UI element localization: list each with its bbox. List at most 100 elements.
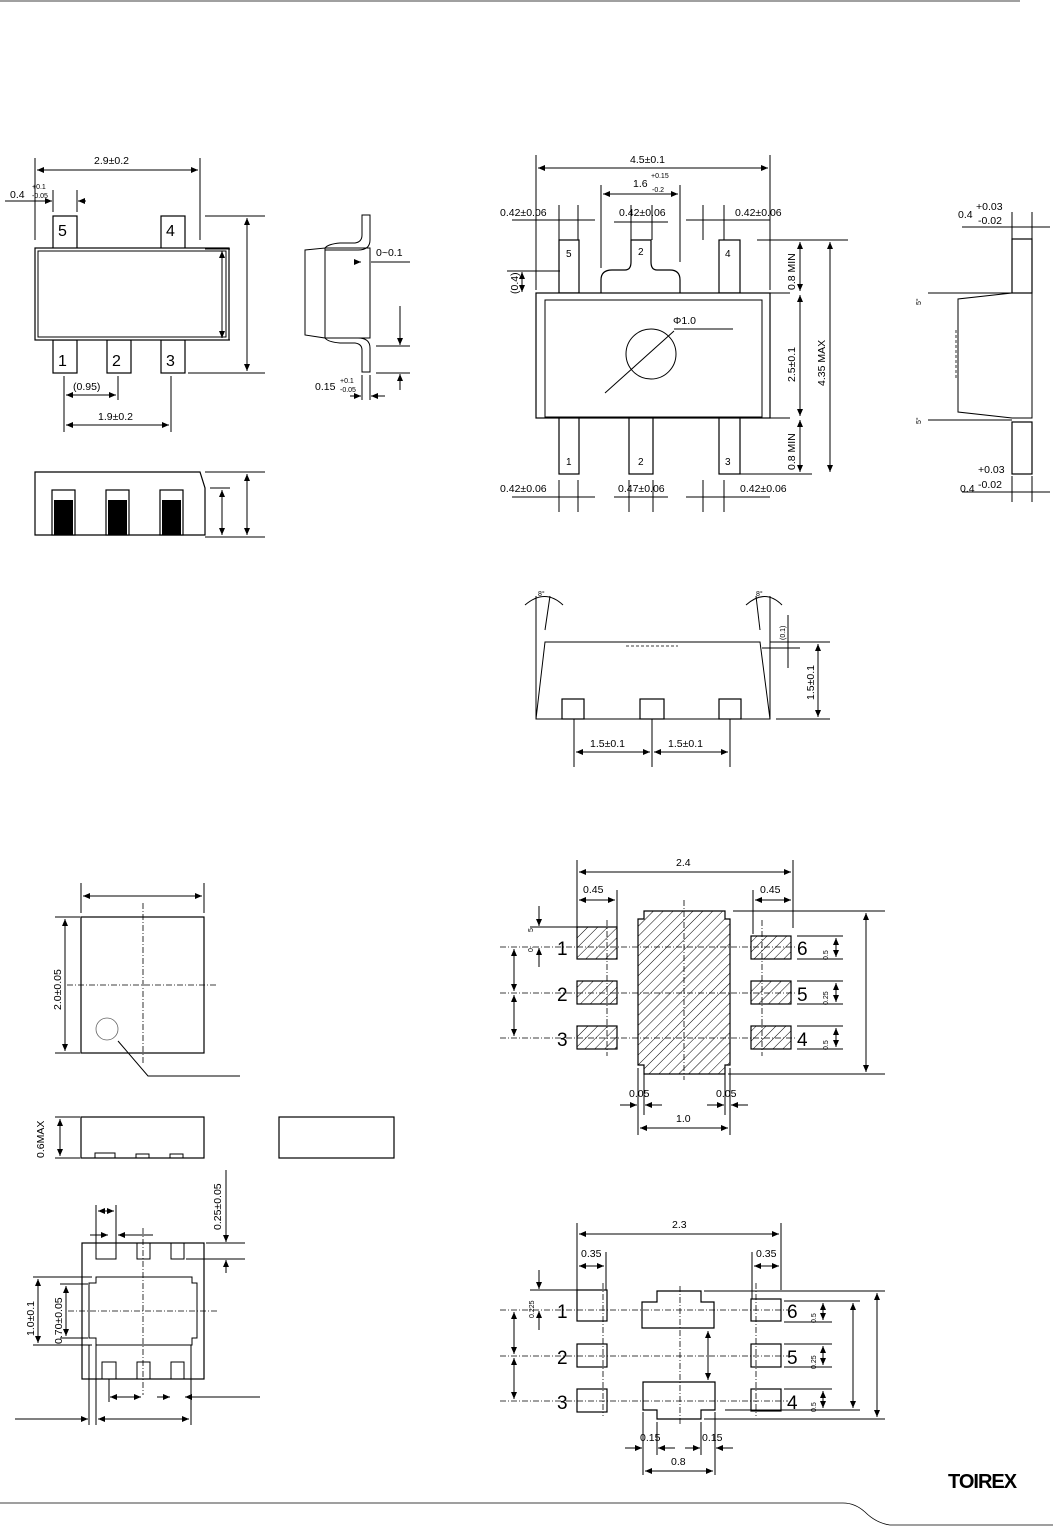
land1-center-w: 1.0: [676, 1113, 691, 1125]
sot25-pitch-double: 1.9±0.2: [98, 411, 133, 423]
pin-5: 5: [58, 223, 67, 240]
sot89-pin-2: 2: [638, 457, 644, 468]
side-thickness-top: 0.4: [958, 209, 973, 221]
sot25-front-view: [34, 471, 265, 538]
land1-pin-1: 1: [557, 939, 568, 960]
land2-center-w: 0.8: [671, 1456, 686, 1468]
sot89-bottom-dim-1: 0.42±0.06: [500, 483, 547, 495]
land2-gap-left: 0.15: [640, 1432, 661, 1444]
land2-gap-right: 0.15: [702, 1432, 723, 1444]
land1-pin-5: 5: [797, 985, 808, 1006]
sot89-pin-3: 3: [725, 457, 731, 468]
sot89-lead-dim-5: 0.42±0.06: [500, 207, 547, 219]
sot89-tab-width: 1.6: [633, 178, 648, 190]
usp6c-top-view: 2.0±0.05: [52, 883, 240, 1077]
land2-right-dim-2: 0.5: [811, 1402, 818, 1412]
sot89-lead-dim-2: 0.42±0.06: [619, 207, 666, 219]
land1-pad-h-b: 0.: [528, 946, 535, 952]
land1-pin-2: 2: [557, 985, 568, 1006]
tol-minus: -0.2: [652, 187, 664, 194]
pin-2: 2: [112, 353, 121, 370]
sot89-lead-len-bottom: 0.8 MIN: [786, 433, 798, 470]
tol-plus: +0.03: [978, 464, 1005, 476]
land2-right-dim-1: 0.25: [811, 1355, 818, 1369]
sot89-pin-5: 5: [566, 249, 572, 260]
sot89-tab-offset: (0.4): [509, 272, 521, 294]
sot89-width: 4.5±0.1: [630, 154, 665, 166]
usp6c-length: 2.0±0.05: [52, 969, 64, 1010]
usp6c-pad-len: 0.25±0.05: [212, 1183, 224, 1230]
tol-plus: +0.1: [32, 184, 46, 191]
sot25-pitch: (0.95): [73, 381, 100, 393]
land1-pad-w-right: 0.45: [760, 884, 781, 896]
sot25-standoff: 0~0.1: [376, 247, 403, 259]
land2-pin-1: 1: [557, 1302, 568, 1323]
pin-3: 3: [166, 353, 175, 370]
land2-pad-w-left: 0.35: [581, 1248, 602, 1260]
land-pattern-1: 2.4 0.45 0.45 1 2 3 6 5 4 5 0.: [500, 857, 885, 1135]
usp6c-height: 0.6MAX: [35, 1121, 47, 1158]
usp6c-side-views: 0.6MAX: [35, 1116, 395, 1159]
usp6c-inner-pad: 0.70±0.05: [53, 1297, 65, 1344]
tol-minus: -0.02: [978, 479, 1002, 491]
land2-pin-2: 2: [557, 1348, 568, 1369]
sot89-lead-dim-4: 0.42±0.06: [735, 207, 782, 219]
land2-pin-6: 6: [787, 1302, 798, 1323]
usp6c-pad-span: 1.0±0.1: [25, 1301, 37, 1336]
front-height: 1.5±0.1: [805, 665, 817, 700]
land1-right-dim-0: 0.5: [823, 950, 830, 960]
sot89-pin-4: 4: [725, 249, 731, 260]
tol-minus: -0.05: [340, 387, 356, 394]
sot89-body-len: 2.5±0.1: [786, 347, 798, 382]
front-angle-left: 8°: [538, 590, 545, 598]
land1-overall: 2.4: [676, 857, 691, 869]
pin-4: 4: [166, 223, 175, 240]
land2-pad-h: 0.225: [529, 1300, 536, 1318]
torex-logo: TOIREX: [948, 1471, 1018, 1493]
land1-right-dim-2: 0.5: [823, 1040, 830, 1050]
land2-right-dim-0: 0.5: [811, 1313, 818, 1323]
sot89-circle-dia: Φ1.0: [673, 315, 696, 327]
land1-gap-left: 0.05: [629, 1088, 650, 1100]
side-angle-bottom: 5°: [915, 417, 923, 424]
sot89-bottom-dim-3: 0.42±0.06: [740, 483, 787, 495]
sot89-bottom-dim-2: 0.47±0.06: [618, 483, 665, 495]
land1-pad-h-a: 5: [528, 928, 535, 932]
sot25-lead-width: 0.4: [10, 189, 25, 201]
land1-pin-4: 4: [797, 1030, 808, 1051]
land1-pad-w-left: 0.45: [583, 884, 604, 896]
sot25-width-dim: 2.9±0.2: [94, 155, 129, 167]
land2-pin-5: 5: [787, 1348, 798, 1369]
pin-1: 1: [58, 353, 67, 370]
land2-pin-4: 4: [787, 1393, 798, 1414]
front-offset: (0.1): [780, 626, 787, 640]
front-pitch-left: 1.5±0.1: [590, 738, 625, 750]
tol-plus: +0.1: [340, 378, 354, 385]
sot25-top-view: 2.9±0.2 0.4 +0.1 -0.05 5 4 1 2 3 (0.95) …: [5, 155, 265, 432]
tol-plus: +0.15: [651, 173, 669, 180]
land2-pin-3: 3: [557, 1393, 568, 1414]
land1-gap-right: 0.05: [716, 1088, 737, 1100]
land-pattern-2: 2.3 0.35 0.35 1 2 3 6 5 4 0.225: [500, 1219, 885, 1475]
front-pitch-right: 1.5±0.1: [668, 738, 703, 750]
sot89-top-view: 4.5±0.1 1.6 +0.15 -0.2 0.42±0.06 0.42±0.…: [500, 154, 848, 512]
sot25-side-view: 0~0.1 0.15 +0.1 -0.05: [304, 214, 410, 400]
land1-pin-3: 3: [557, 1030, 568, 1051]
sot89-pin-2-tab: 2: [638, 247, 644, 258]
footer-rule: [0, 1502, 1053, 1526]
side-thickness-bottom: 0.4: [960, 483, 975, 495]
tol-minus: -0.05: [32, 193, 48, 200]
tol-minus: -0.02: [978, 215, 1002, 227]
land1-right-dim-1: 0.25: [823, 991, 830, 1005]
side-angle-top: 5°: [915, 298, 923, 305]
land2-overall: 2.3: [672, 1219, 687, 1231]
sot89-front-view: 8° 8° 1.5±0.1 1.5±0.1 (0.1) 1.5±0.1: [524, 590, 830, 767]
sot89-pin-1: 1: [566, 457, 572, 468]
sot25-lead-thickness: 0.15: [315, 381, 336, 393]
land2-pad-w-right: 0.35: [756, 1248, 777, 1260]
front-angle-right: 8°: [756, 590, 763, 598]
land1-pin-6: 6: [797, 939, 808, 960]
sot89-side-view: 0.4 +0.03 -0.02 5° 5° 0.4 +0.03 -0.02: [915, 201, 1050, 502]
sot89-total-len: 4.35 MAX: [816, 340, 828, 386]
